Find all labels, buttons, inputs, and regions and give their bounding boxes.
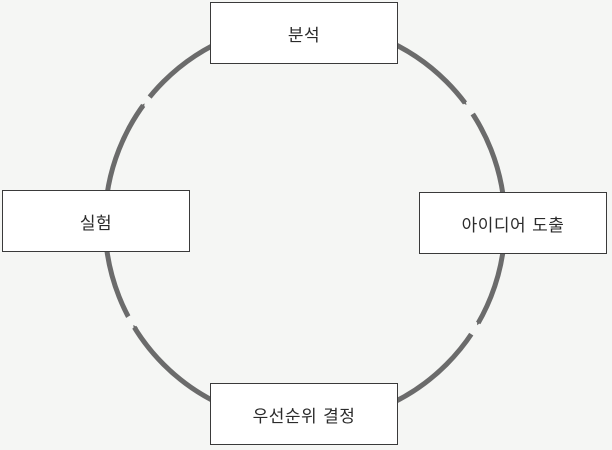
ring-gap-upper-left xyxy=(139,93,154,109)
node-analysis: 분석 xyxy=(210,2,398,64)
node-analysis-label: 분석 xyxy=(287,25,321,46)
node-experiment-label: 실험 xyxy=(79,213,113,234)
node-idea-generation-label: 아이디어 도출 xyxy=(461,215,565,236)
node-prioritization-label: 우선순위 결정 xyxy=(252,406,356,427)
node-prioritization: 우선순위 결정 xyxy=(210,383,398,445)
node-idea-generation: 아이디어 도출 xyxy=(419,192,607,254)
ring-gap-lower-right xyxy=(467,320,483,337)
node-experiment: 실험 xyxy=(2,190,190,252)
ring-gap-lower-left xyxy=(123,314,139,330)
ring-gap-upper-right xyxy=(460,100,477,117)
